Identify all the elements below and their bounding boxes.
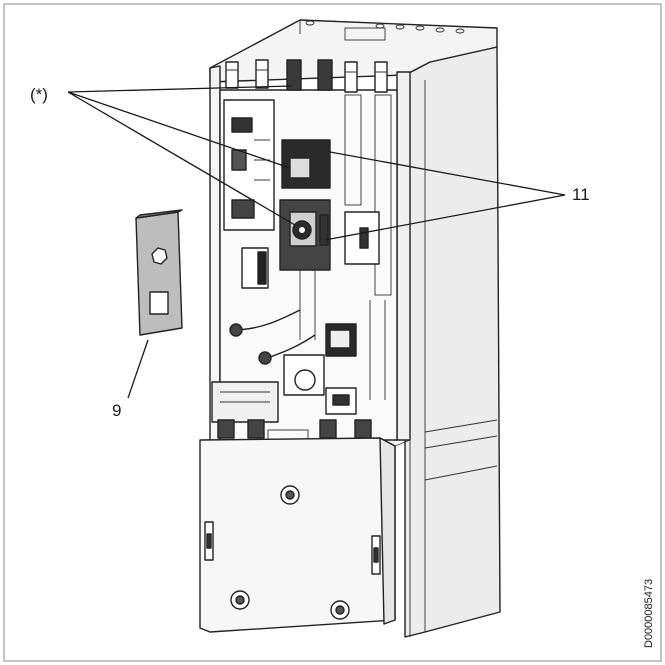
piping-runs: [229, 94, 392, 400]
callout-11: 11: [572, 185, 590, 204]
callout-9: 9: [112, 401, 121, 420]
valve-assembly: [279, 139, 331, 271]
lower-front-cover: [199, 437, 411, 637]
callout-star: (*): [30, 85, 48, 104]
pipe-connectors-top: [225, 59, 388, 93]
top-connection-holes: [305, 20, 465, 34]
document-id: D0000085473: [643, 579, 655, 648]
mounting-plate-9: [135, 209, 183, 336]
circulation-pump: [283, 323, 357, 415]
figure-frame: [3, 3, 662, 662]
leader-lines: [67, 85, 566, 399]
bottom-manifold: [211, 381, 372, 441]
